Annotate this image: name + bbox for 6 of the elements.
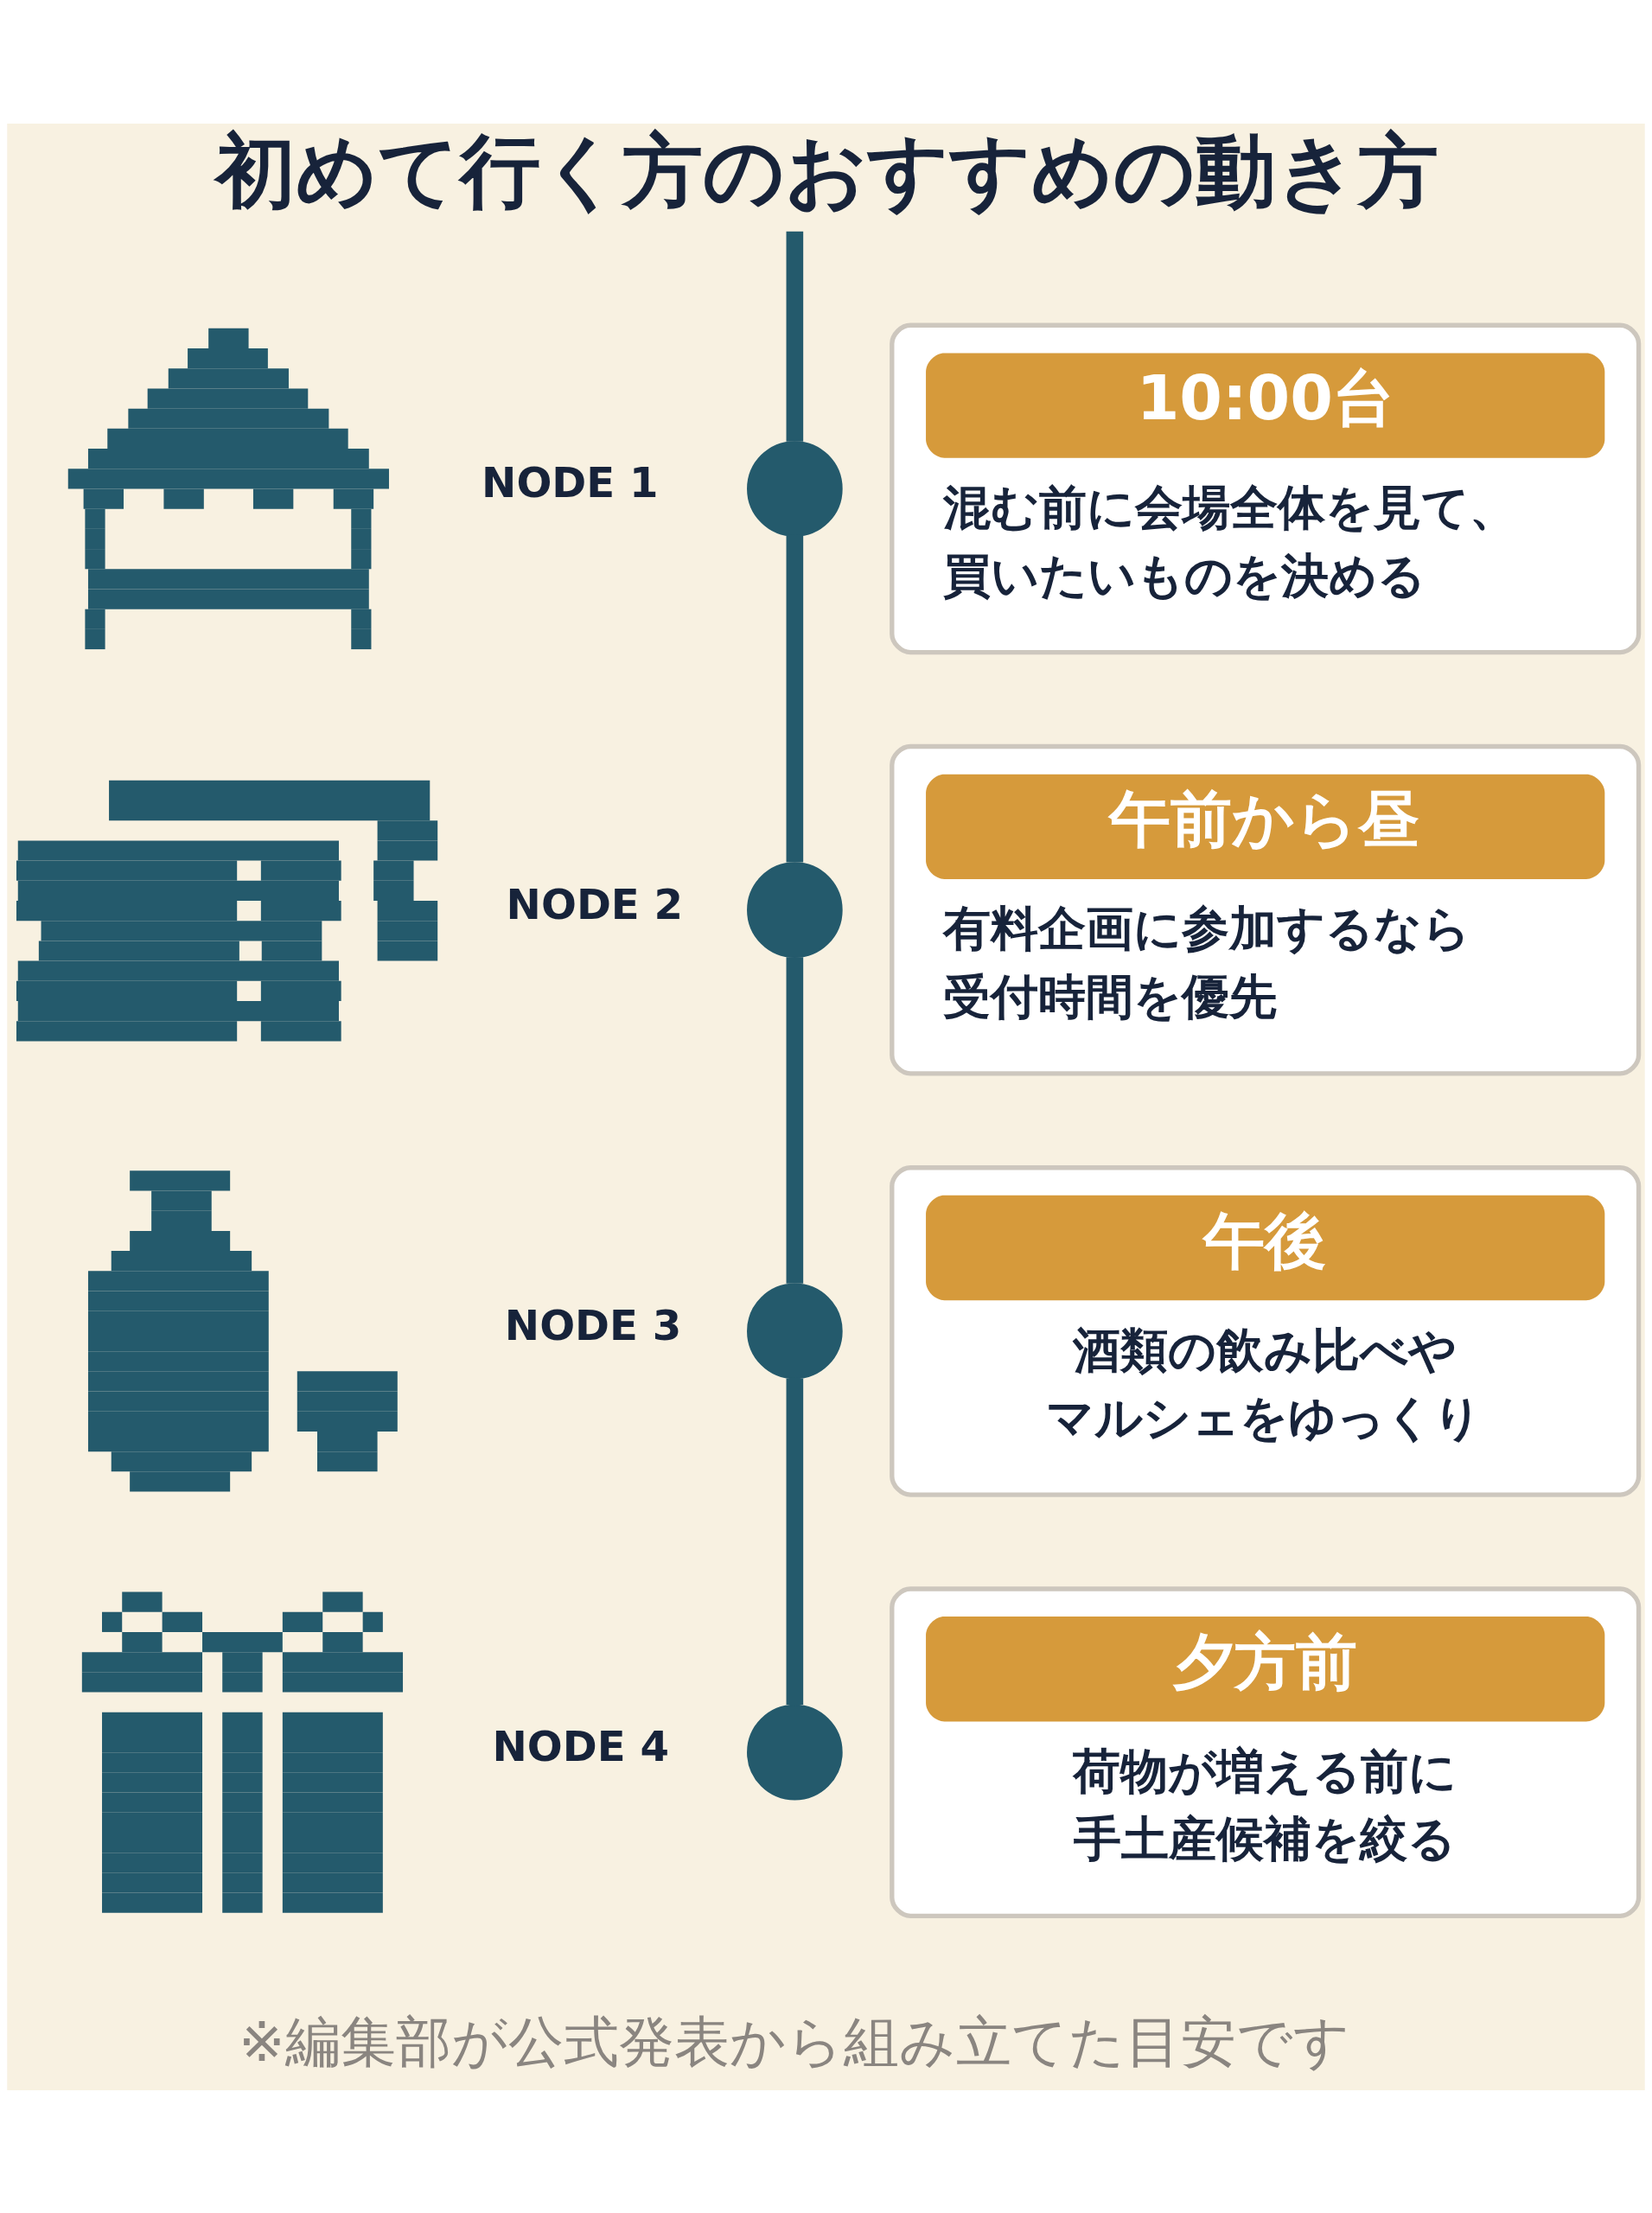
- node-label: NODE 1: [482, 457, 659, 507]
- label: ※編集部が公式発表から組み立てた目安です: [238, 2008, 1350, 2074]
- node-label: NODE 3: [504, 1300, 682, 1349]
- node-label: NODE 2: [506, 879, 684, 928]
- node-label: NODE 4: [492, 1721, 670, 1770]
- diagram-title: 初めて行く方のおすすめの動き方: [214, 124, 1438, 218]
